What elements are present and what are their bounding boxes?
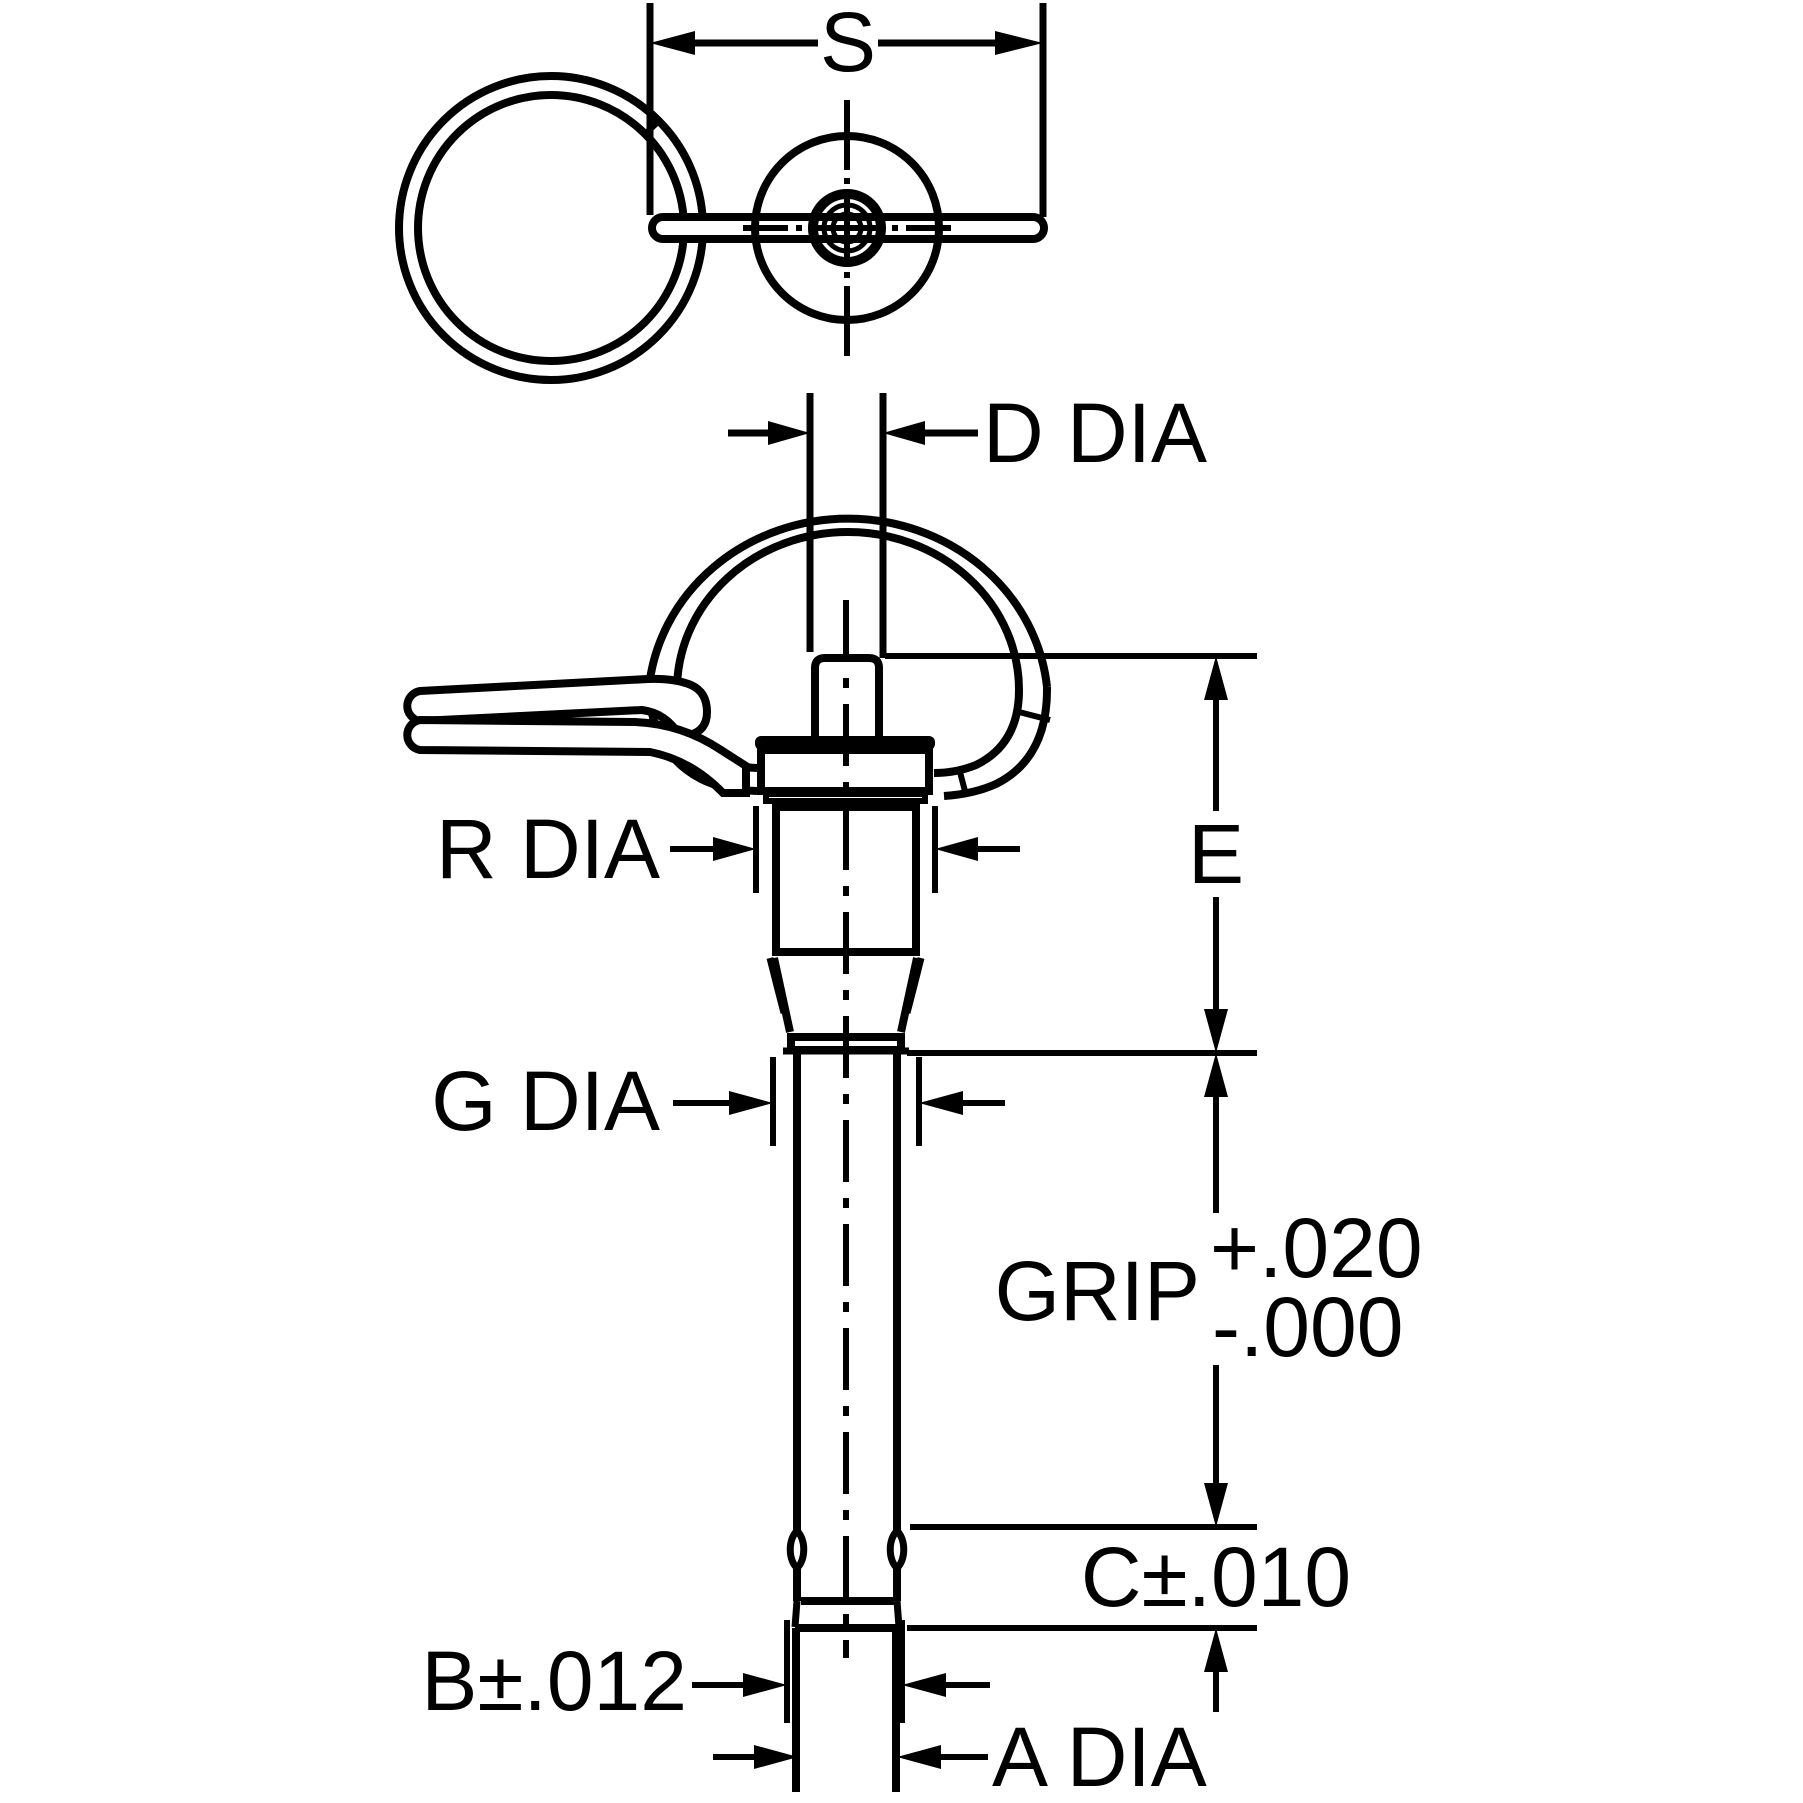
arrowhead xyxy=(650,31,695,55)
front-view xyxy=(403,514,1052,1792)
shank xyxy=(793,1053,901,1601)
arrowhead xyxy=(768,421,810,445)
arrowhead xyxy=(729,1091,773,1115)
dim-label-grip-tol-upper: +.020 xyxy=(1210,1201,1423,1295)
arrowhead xyxy=(1204,656,1228,700)
arrowhead xyxy=(995,31,1043,55)
top-view xyxy=(395,72,1048,384)
dim-label-grip: GRIP xyxy=(995,1244,1200,1338)
dimension-s: S xyxy=(646,0,1047,217)
dim-label-d-dia: D DIA xyxy=(983,386,1207,480)
dimension-grip: GRIP +.020 -.000 xyxy=(995,1053,1423,1527)
dim-label-b: B±.012 xyxy=(421,1634,687,1728)
taper-cone xyxy=(766,957,925,1033)
arrowhead xyxy=(897,1745,941,1769)
collar-washer xyxy=(763,791,928,804)
ring-joint-tick xyxy=(957,771,969,796)
arrowhead xyxy=(919,1091,963,1115)
arrowhead xyxy=(935,837,978,861)
dimension-d-dia: D DIA xyxy=(728,386,1207,658)
dim-label-g-dia: G DIA xyxy=(431,1054,660,1148)
dim-label-r-dia: R DIA xyxy=(436,802,660,896)
dim-label-a-dia: A DIA xyxy=(992,1710,1207,1803)
arrowhead xyxy=(754,1745,798,1769)
ball-left xyxy=(786,1526,808,1573)
lanyard-lower-strand xyxy=(403,715,750,797)
ball-right xyxy=(886,1526,908,1573)
arrowhead xyxy=(1204,1053,1228,1097)
arrowhead xyxy=(713,837,756,861)
dimension-g-dia: G DIA xyxy=(431,1054,1005,1148)
arrowhead xyxy=(1204,1628,1228,1672)
arrowhead xyxy=(1204,1009,1228,1053)
crosshair-centerlines xyxy=(743,100,951,356)
dim-label-e: E xyxy=(1188,807,1244,901)
dimension-r-dia: R DIA xyxy=(436,802,1020,896)
dim-label-s: S xyxy=(820,0,876,89)
dimension-b: B±.012 xyxy=(421,1620,990,1728)
pin-tip xyxy=(791,1597,903,1792)
ring-joint-tick xyxy=(1018,709,1051,723)
dim-label-c: C±.010 xyxy=(1081,1530,1351,1624)
dimension-c: C±.010 xyxy=(907,1524,1351,1712)
dimension-e: E xyxy=(885,653,1257,1056)
dim-label-grip-tol-lower: -.000 xyxy=(1212,1280,1403,1374)
arrowhead xyxy=(743,1673,787,1697)
arrowhead xyxy=(1204,1483,1228,1527)
arrowhead xyxy=(902,1673,946,1697)
dimension-a-dia: A DIA xyxy=(713,1710,1207,1803)
locking-balls xyxy=(786,1526,908,1573)
lanyard-wire xyxy=(403,674,750,797)
pin-hub xyxy=(808,189,886,267)
arrowhead xyxy=(883,421,925,445)
